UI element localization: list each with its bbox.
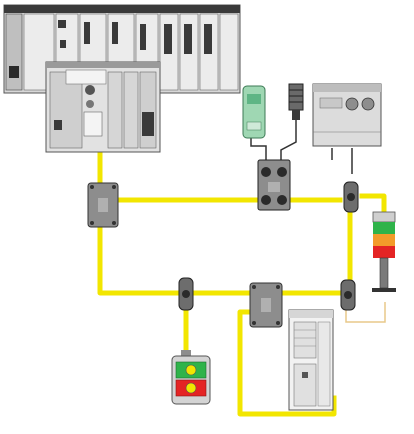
inline-connector-icon bbox=[178, 277, 194, 311]
thin-wires bbox=[250, 120, 353, 174]
bus-cables bbox=[97, 149, 387, 417]
gray-motor-starter-icon bbox=[312, 83, 382, 147]
distribution-box-icon bbox=[257, 159, 291, 211]
left-tap-junction-box-icon bbox=[87, 182, 119, 228]
inline-connector-icon bbox=[340, 279, 356, 311]
cable-left-tap-down bbox=[97, 223, 181, 296]
bottom-tap-junction-box-icon bbox=[249, 282, 283, 328]
inline-connector-icon bbox=[343, 181, 359, 213]
tower-wire bbox=[345, 302, 386, 323]
drive-controller-icon bbox=[288, 309, 334, 411]
pushbutton-station-icon bbox=[171, 350, 211, 405]
cable-bottom-tap-loop bbox=[237, 309, 337, 417]
inductive-proximity-sensor-icon bbox=[288, 83, 304, 120]
signal-tower-icon bbox=[372, 211, 396, 292]
plc-cpu-module-icon bbox=[45, 61, 161, 153]
green-sensor-icon bbox=[242, 85, 266, 139]
